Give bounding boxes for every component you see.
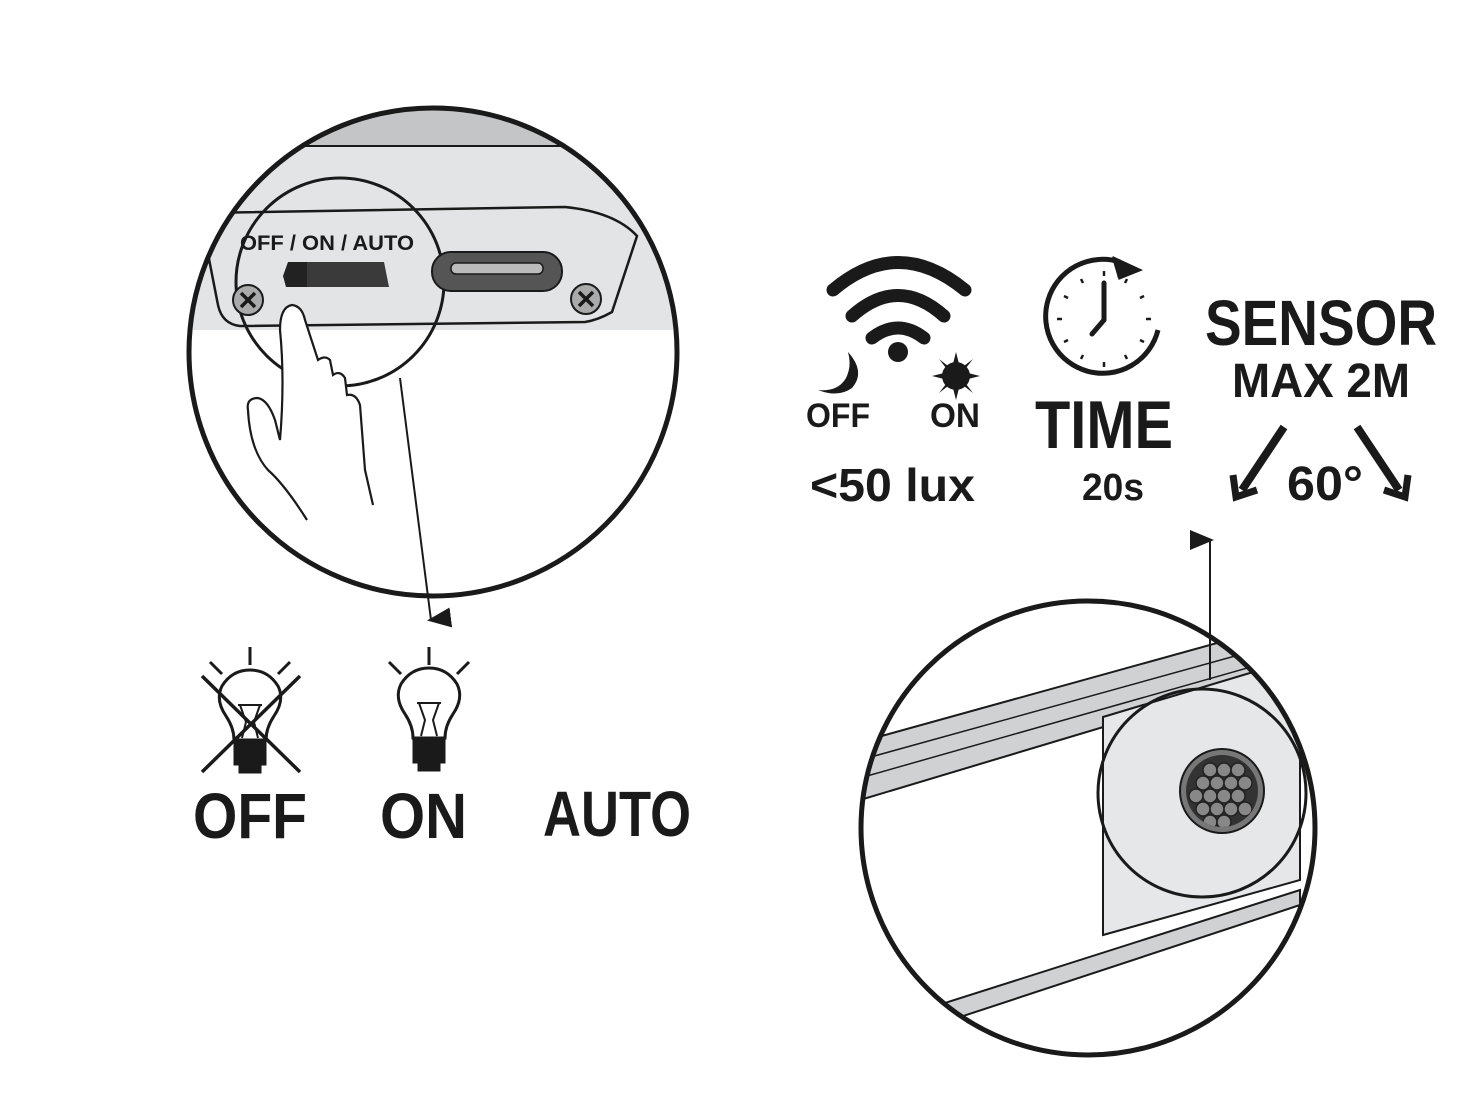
time-value: 20s [1082,467,1144,509]
pir-sensor-icon [1179,748,1265,834]
moon-icon [818,352,859,394]
usb-port [431,251,563,292]
timer-clock-icon [1043,256,1161,376]
light-off-label: OFF [806,397,870,435]
bulb-off-icon [200,647,302,774]
mode-label-on: ON [380,780,467,852]
screw-icon [570,283,602,315]
sensor-detail-circle [858,530,1318,1058]
light-on-label: ON [930,397,980,435]
sun-icon [932,352,980,400]
switch-label: OFF / ON / AUTO [240,232,414,255]
sensor-title: SENSOR [1205,287,1437,359]
hand-icon [246,303,375,521]
light-sensor-icon [826,256,972,362]
switch-detail-circle: OFF / ON / AUTO [186,105,680,628]
device-panel [198,205,639,328]
lux-threshold: <50 lux [810,459,975,511]
pointer-arrow [399,377,453,628]
bulb-on-icon [387,647,471,772]
sensor-angle: 60° [1287,458,1363,511]
sensor-magnifier-circle [1096,687,1308,899]
mode-slide-switch[interactable] [283,262,389,287]
mode-label-auto: AUTO [543,778,691,850]
detection-angle-arrows [1229,424,1412,502]
mode-label-off: OFF [193,780,307,852]
screw-icon [232,284,264,316]
sensor-range: MAX 2M [1232,355,1410,408]
time-title: TIME [1035,387,1173,463]
